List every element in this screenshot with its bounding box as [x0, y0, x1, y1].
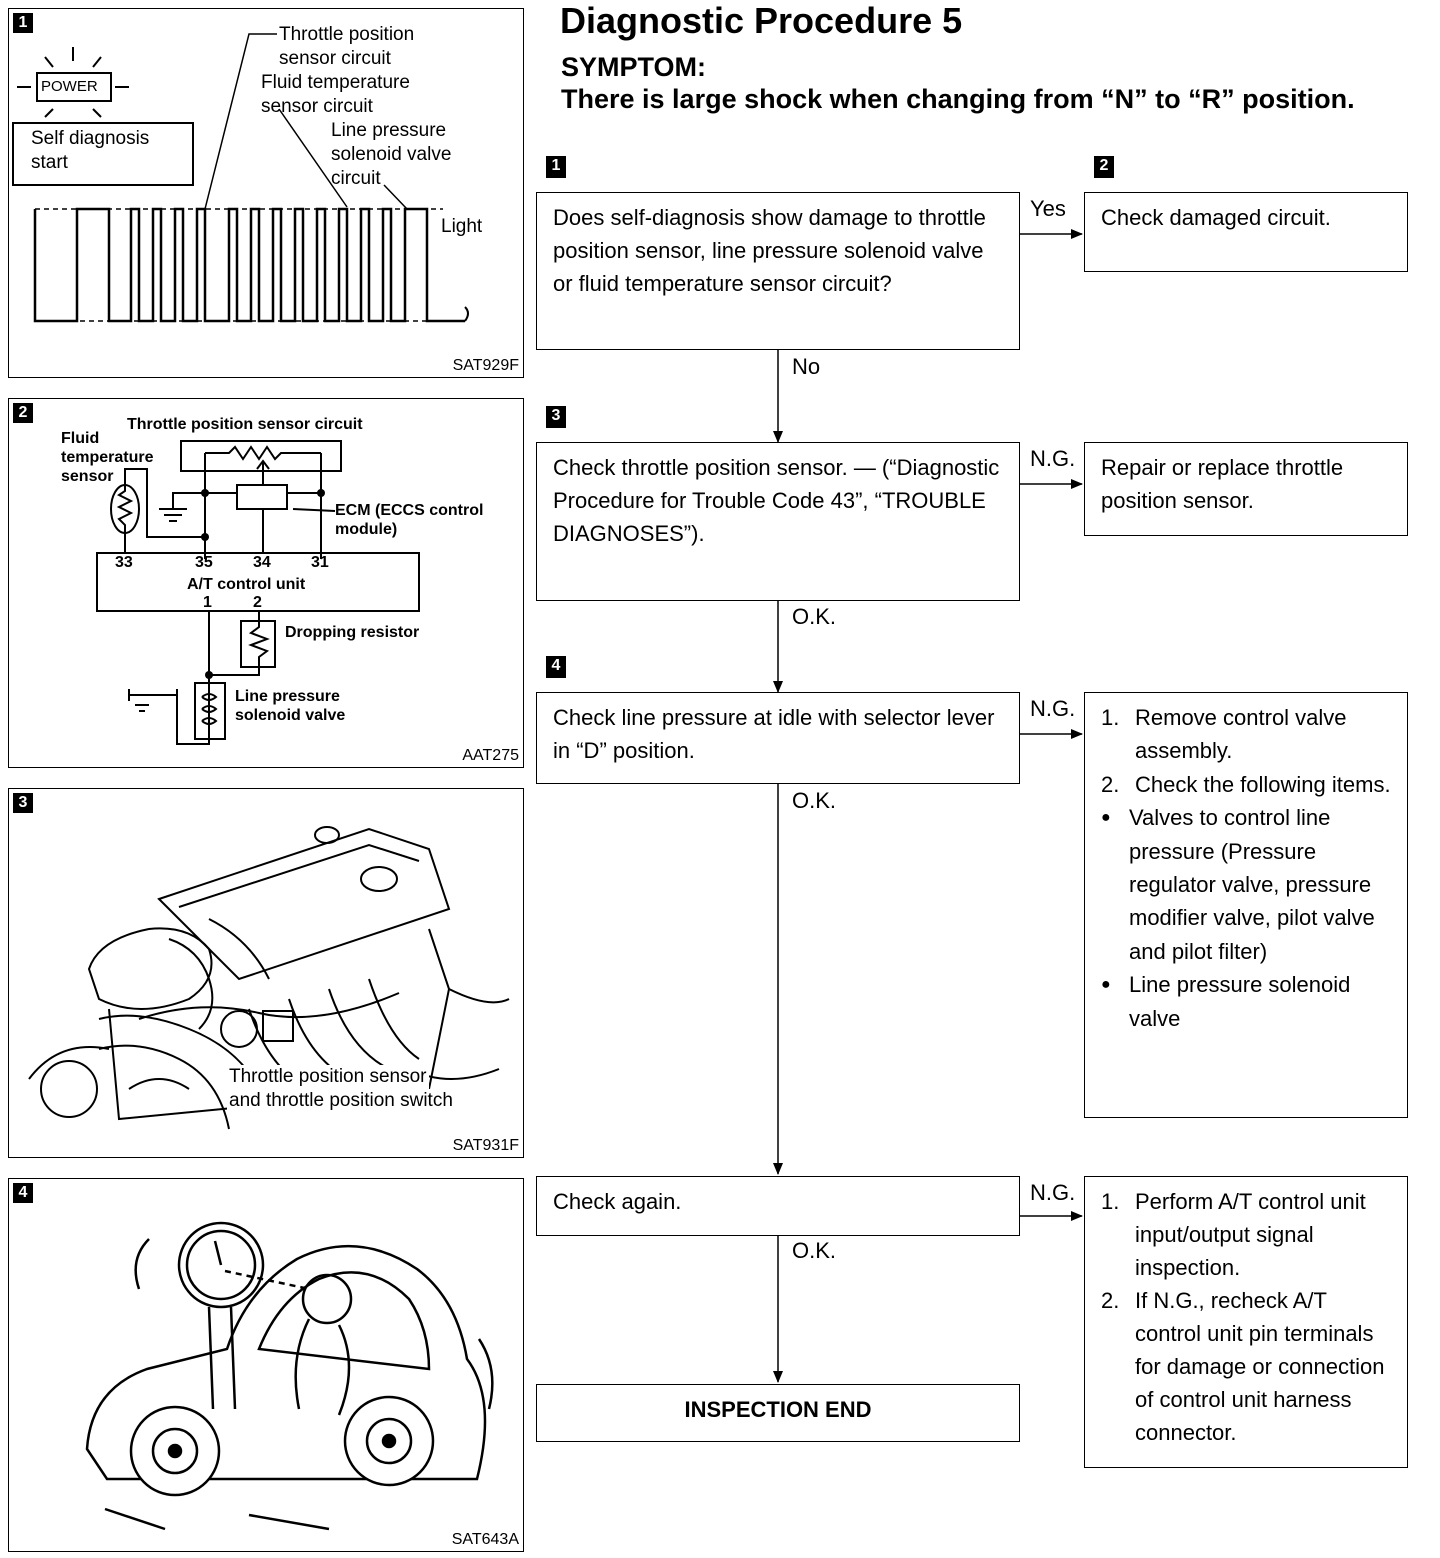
inspection-end-text: INSPECTION END	[684, 1397, 872, 1422]
line-pressure-circuit-label: Line pressure solenoid valve circuit	[331, 120, 452, 189]
pin-31: 31	[311, 554, 329, 571]
circuit-schematic	[96, 440, 420, 745]
figure-engine: 3	[8, 788, 524, 1158]
self-diagnosis-start-label: Self diagnosis start	[31, 128, 150, 173]
step-badge-4: 4	[546, 656, 566, 678]
check-again-text: Check again.	[553, 1189, 682, 1214]
self-diagnosis-waveform	[12, 33, 469, 323]
step-5-item-2-number: 2.	[1101, 1288, 1120, 1313]
step-5-ok-label: O.K.	[792, 1238, 837, 1263]
symptom-label: SYMPTOM:	[561, 52, 707, 82]
pin-1: 1	[203, 594, 212, 611]
step-5-result-item: 2. If N.G., recheck A/T control unit pin…	[1101, 1284, 1391, 1449]
step-3-result-text: Repair or replace throttle position sens…	[1101, 455, 1344, 513]
figure-self-diagnosis: 1 POWER Self diagnosis start Throttle po…	[8, 8, 524, 378]
pin-34: 34	[253, 554, 271, 571]
step-1-text: Does self-diagnosis show damage to throt…	[553, 205, 986, 296]
pin-2: 2	[253, 594, 262, 611]
line-pressure-solenoid-label: Line pressure solenoid valve	[235, 688, 346, 724]
step-5-result-box: 1. Perform A/T control unit input/output…	[1084, 1176, 1408, 1468]
throttle-switch-caption: and throttle position switch	[227, 1089, 455, 1113]
step-4-text: Check line pressure at idle with selecto…	[553, 705, 995, 763]
symptom-text: There is large shock when changing from …	[561, 84, 1355, 114]
check-again-box: Check again.	[536, 1176, 1020, 1236]
figure-number-badge: 2	[13, 403, 33, 423]
step-5-item-1-text: Perform A/T control unit input/output si…	[1135, 1189, 1366, 1280]
step-4-result-item: 2. Check the following items.	[1101, 768, 1391, 801]
step-5-result-item: 1. Perform A/T control unit input/output…	[1101, 1185, 1391, 1284]
step-badge-3: 3	[546, 406, 566, 428]
throttle-sensor-caption: Throttle position sensor	[227, 1065, 429, 1089]
gauge-car-illustration	[85, 1221, 494, 1531]
step-4-item-2-number: 2.	[1101, 771, 1120, 797]
figure-code: SAT929F	[452, 357, 519, 374]
step-4-item-2-text: Check the following items.	[1135, 771, 1391, 797]
power-label: POWER	[41, 78, 98, 95]
step-5-item-2-text: If N.G., recheck A/T control unit pin te…	[1135, 1288, 1385, 1445]
step-4-ng-label: N.G.	[1030, 696, 1076, 721]
step-5-ng-label: N.G.	[1030, 1180, 1076, 1205]
yes-label: Yes	[1030, 196, 1066, 221]
step-4-item-1-number: 1.	[1101, 705, 1120, 730]
step-4-ok-label: O.K.	[792, 788, 837, 813]
step-4-result-box: 1. Remove control valve assembly. 2. Che…	[1084, 692, 1408, 1118]
step-4-check-box: Check line pressure at idle with selecto…	[536, 692, 1020, 784]
step-3-ok-label: O.K.	[792, 604, 837, 629]
light-label: Light	[441, 216, 483, 237]
pin-33: 33	[115, 554, 133, 571]
page-title: Diagnostic Procedure 5	[560, 0, 963, 41]
figure-code: AAT275	[462, 747, 519, 764]
step-3-check-box: Check throttle position sensor. — (“Diag…	[536, 442, 1020, 601]
pin-35: 35	[195, 554, 213, 571]
figure-code: SAT643A	[451, 1531, 519, 1548]
figure-number-badge: 3	[13, 793, 33, 813]
step-3-ng-label: N.G.	[1030, 446, 1076, 471]
inspection-end-box: INSPECTION END	[536, 1384, 1020, 1442]
step-4-result-item: 1. Remove control valve assembly.	[1101, 701, 1391, 768]
step-4-bullet-2: Line pressure solenoid valve	[1101, 968, 1391, 1035]
fluid-temp-circuit-label: Fluid temperature sensor circuit	[261, 72, 410, 117]
at-control-unit-label: A/T control unit	[187, 576, 306, 593]
no-label: No	[792, 354, 821, 379]
step-1-question-box: Does self-diagnosis show damage to throt…	[536, 192, 1020, 350]
figure-code: SAT931F	[452, 1137, 519, 1154]
step-2-result-box: Check damaged circuit.	[1084, 192, 1408, 272]
throttle-sensor-circuit-label: Throttle position sensor circuit	[279, 24, 415, 69]
step-4-item-1-text: Remove control valve assembly.	[1135, 705, 1347, 764]
tps-circuit-label: Throttle position sensor circuit	[127, 416, 363, 433]
figure-number-badge: 1	[13, 13, 33, 33]
step-4-bullet-1: Valves to control line pressure (Pressur…	[1101, 801, 1391, 968]
step-3-text: Check throttle position sensor. — (“Diag…	[553, 455, 1000, 546]
step-5-item-1-number: 1.	[1101, 1189, 1120, 1214]
figure-number-badge: 4	[13, 1183, 33, 1203]
ecm-label: ECM (ECCS control module)	[335, 502, 484, 538]
dropping-resistor-label: Dropping resistor	[285, 624, 420, 641]
figure-pressure-gauge-car: 4	[8, 1178, 524, 1552]
step-badge-2: 2	[1094, 156, 1114, 178]
step-badge-1: 1	[546, 156, 566, 178]
step-3-result-box: Repair or replace throttle position sens…	[1084, 442, 1408, 536]
figure-circuit-diagram: 2	[8, 398, 524, 768]
fluid-temp-sensor-label: Fluid temperature sensor	[61, 430, 154, 485]
step-2-text: Check damaged circuit.	[1101, 205, 1331, 230]
